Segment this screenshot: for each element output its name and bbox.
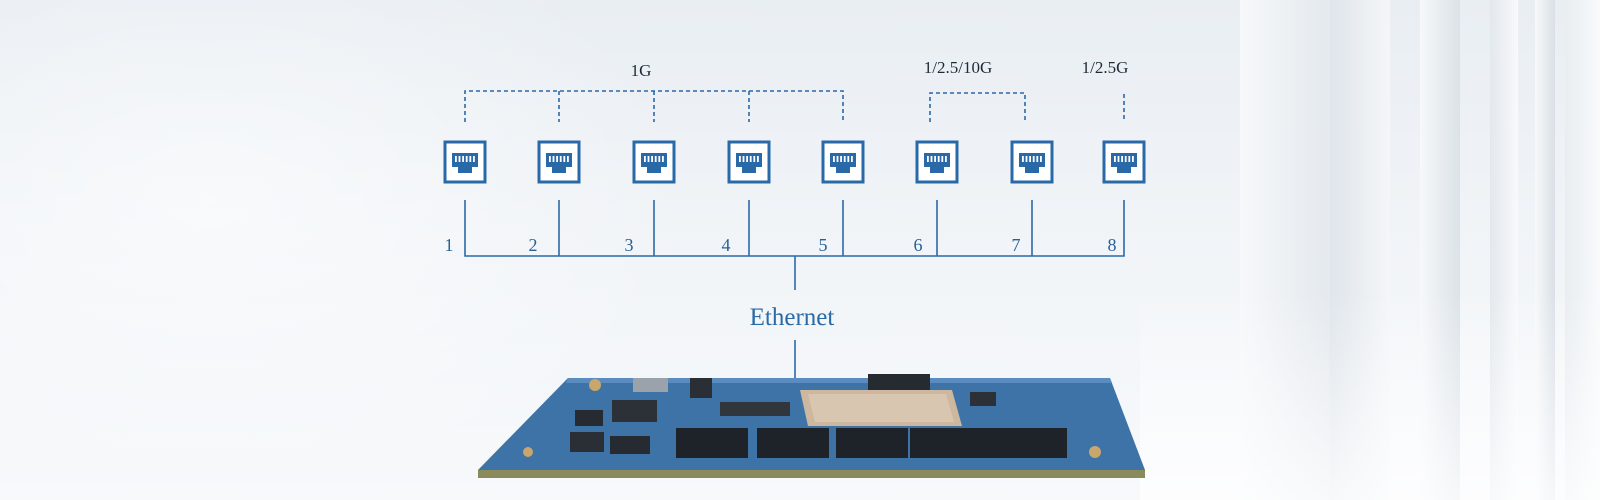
rj45-port-icon [443, 140, 487, 184]
group-label-1g: 1G [631, 61, 652, 80]
port-row [443, 140, 1146, 184]
port-number-row: 1 2 3 4 5 6 7 8 [445, 235, 1117, 255]
port-number-label: 2 [529, 235, 538, 255]
port-number-label: 5 [819, 235, 828, 255]
rj45-port-icon [632, 140, 676, 184]
group-bracket-10g [929, 92, 1026, 122]
group-label-10g: 1/2.5/10G [924, 58, 992, 77]
rj45-port-icon [537, 140, 581, 184]
port-number-label: 3 [625, 235, 634, 255]
group-bracket-1g [464, 90, 844, 122]
rj45-port-icon [915, 140, 959, 184]
port-number-label: 4 [722, 235, 731, 255]
ethernet-label: Ethernet [750, 304, 835, 331]
port-number-label: 8 [1108, 235, 1117, 255]
rj45-port-icon [1010, 140, 1054, 184]
port-number-label: 6 [914, 235, 923, 255]
background-floor [1140, 290, 1600, 500]
rj45-port-icon [821, 140, 865, 184]
som-board-image [478, 374, 1145, 478]
rj45-port-icon [1102, 140, 1146, 184]
ethernet-bus [464, 200, 1125, 378]
rj45-port-icon [727, 140, 771, 184]
group-label-2-5g: 1/2.5G [1082, 58, 1129, 77]
port-number-label: 1 [445, 235, 454, 255]
port-number-label: 7 [1012, 235, 1021, 255]
